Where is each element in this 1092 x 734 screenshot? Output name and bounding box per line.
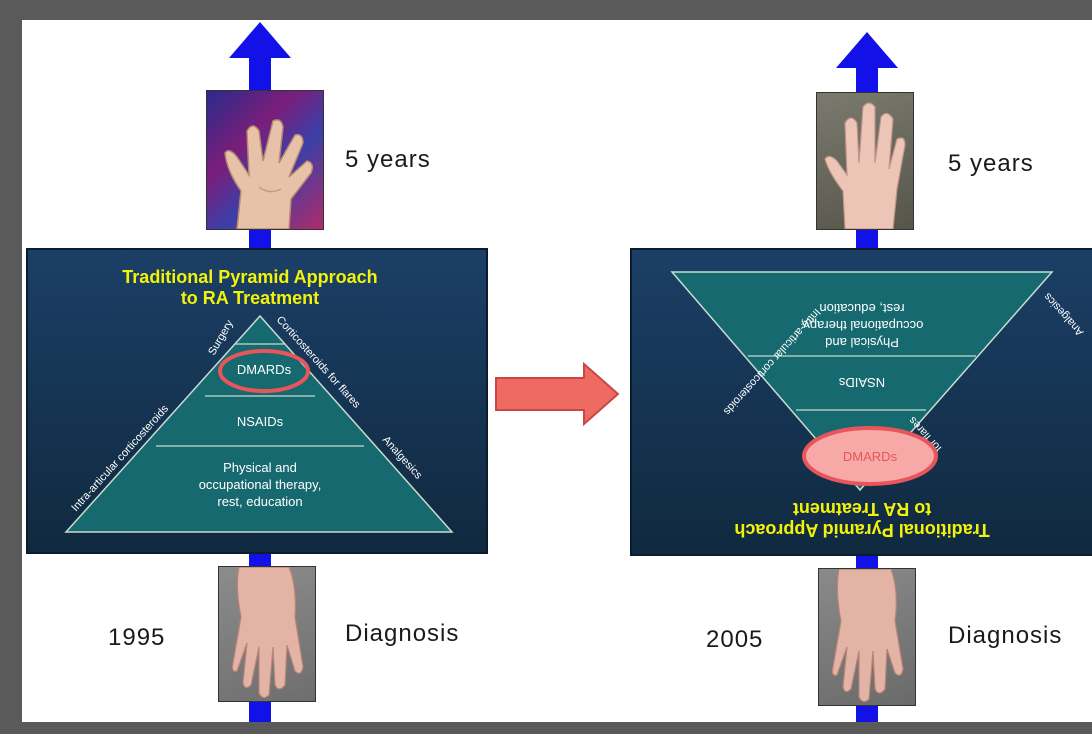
left-tier-nsaids: NSAIDs (237, 414, 284, 429)
right-year-label: 2005 (706, 626, 763, 654)
left-diagnosis-hand-photo (218, 566, 316, 702)
left-five-years-label: 5 years (345, 146, 431, 174)
healthy-hand-image (817, 93, 913, 229)
right-tier-bottom-line2: occupational therapy, (801, 318, 924, 333)
arrow-up-icon (229, 22, 291, 58)
left-pyramid-panel: Traditional Pyramid Approach to RA Treat… (28, 250, 486, 552)
healthy-hand-image (219, 567, 315, 701)
left-panel-title-line1: Traditional Pyramid Approach (122, 267, 377, 287)
left-tier-dmards: DMARDs (237, 362, 292, 377)
right-five-years-label: 5 years (948, 150, 1034, 178)
left-diagnosis-label: Diagnosis (345, 620, 459, 648)
right-title-line1: Traditional Pyramid Approach (734, 520, 989, 540)
right-side-analgesics: Analgesics (1041, 290, 1086, 338)
left-five-year-hand-photo (206, 90, 324, 230)
left-tier-bottom-line1: Physical and (223, 460, 297, 475)
right-tier-dmards: DMARDs (843, 449, 898, 464)
right-diagnosis-hand-photo (818, 568, 916, 706)
left-tier-bottom-line3: rest, education (217, 494, 302, 509)
arrow-up-icon (836, 32, 898, 68)
left-panel-title-line2: to RA Treatment (181, 288, 319, 308)
healthy-hand-image (819, 569, 915, 705)
right-title-line2: to RA Treatment (793, 499, 931, 519)
right-tier-nsaids: NSAIDs (838, 375, 885, 390)
right-tier-bottom-line1: Physical and (825, 335, 899, 350)
slide: 5 years 1995 Diagnosis Traditional Pyram… (22, 20, 1092, 722)
left-year-label: 1995 (108, 624, 165, 652)
deformed-hand-image (207, 91, 323, 229)
left-tier-bottom-line2: occupational therapy, (199, 477, 322, 492)
arrow-right-icon (494, 362, 622, 426)
right-diagnosis-label: Diagnosis (948, 622, 1062, 650)
right-five-year-hand-photo (816, 92, 914, 230)
right-inverted-pyramid-panel: Traditional Pyramid Approach to RA Treat… (632, 250, 1092, 554)
right-tier-bottom-line3: rest, education (819, 301, 904, 316)
